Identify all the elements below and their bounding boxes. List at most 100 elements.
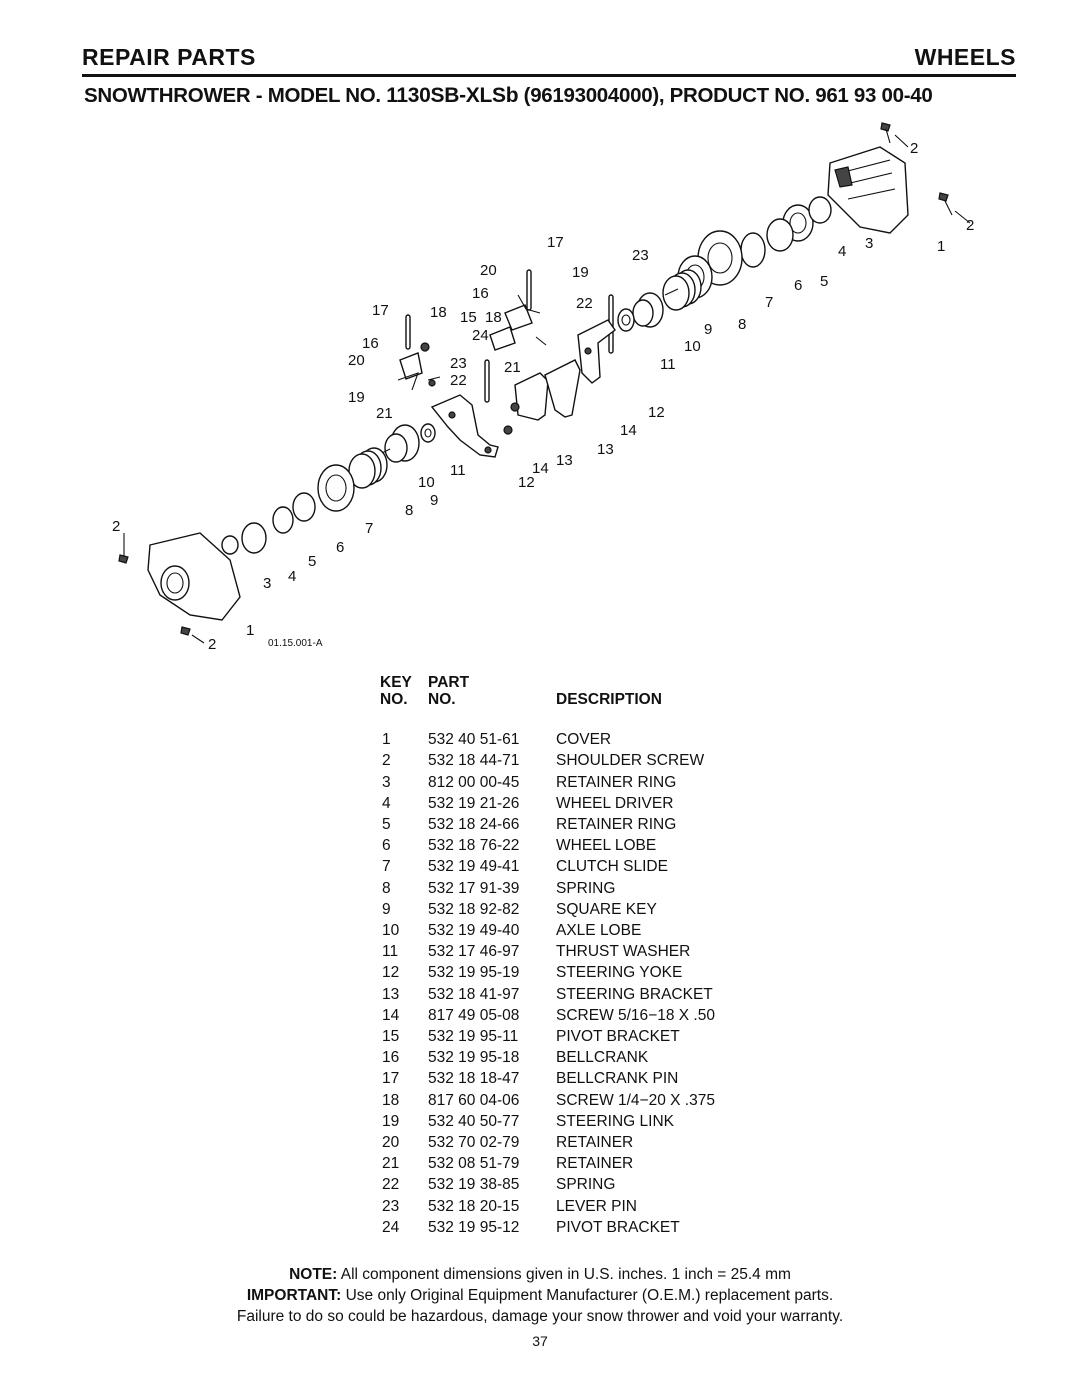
left-wheel-lobe: [317, 464, 355, 512]
callout: 6: [794, 277, 802, 294]
callout: 10: [684, 338, 701, 355]
right-rings: [740, 218, 794, 268]
callout: 18: [430, 304, 447, 321]
description-cell: LEVER PIN: [556, 1197, 637, 1215]
callout: 20: [480, 262, 497, 279]
left-retainer-rings: [272, 492, 316, 534]
right-spring: [662, 269, 702, 311]
description-cell: RETAINER RING: [556, 816, 677, 833]
part-number-cell: 532 18 24-66: [428, 816, 520, 833]
part-number-cell: 532 18 92-82: [428, 900, 520, 918]
left-screws: [118, 533, 205, 644]
key-cell: 2: [382, 752, 391, 770]
part-number-cell: 532 18 18-47: [428, 1070, 520, 1088]
callout: 1: [937, 238, 945, 255]
table-row: 18 817 60 04-06 SCREW 1/4−20 X .375: [380, 1090, 715, 1111]
callout: 13: [597, 441, 614, 458]
left-thrust-washer: [420, 423, 436, 443]
model-number: 1130SB-XLSb: [386, 84, 519, 107]
key-cell: 23: [382, 1197, 400, 1215]
middle-pivot-parts: [484, 269, 547, 403]
description-cell: COVER: [556, 731, 612, 749]
key-cell: 18: [382, 1091, 400, 1109]
right-thrust-washer: [617, 308, 635, 332]
right-screw-side: [938, 192, 971, 224]
part-number-cell: 532 18 20-15: [428, 1197, 520, 1215]
callout: 3: [865, 235, 873, 252]
table-row: 17 532 18 18-47 BELLCRANK PIN: [380, 1068, 715, 1089]
callout: 16: [472, 285, 489, 302]
description-cell: RETAINER RING: [556, 773, 677, 791]
callout: 1: [246, 622, 254, 639]
part-number-cell: 532 19 38-85: [428, 1176, 520, 1194]
key-cell: 13: [382, 985, 400, 1003]
description-cell: WHEEL LOBE: [556, 837, 657, 855]
callout: 12: [518, 474, 535, 491]
part-number-cell: 532 19 95-12: [428, 1218, 520, 1236]
key-cell: 16: [382, 1049, 400, 1067]
callout-labels: 2 2 1 3 4 5 6 7 8 9 10 11 12 14 13 13 14…: [112, 140, 974, 653]
callout: 2: [112, 518, 120, 535]
key-cell: 3: [382, 773, 391, 791]
part-number-cell: 532 40 51-61: [428, 731, 520, 749]
middle-steering-bracket: [503, 359, 581, 435]
left-cover-drawing: [147, 532, 241, 621]
description-cell: STEERING BRACKET: [556, 985, 713, 1003]
part-number-cell: 812 00 00-45: [428, 773, 520, 791]
left-steering-yoke: [430, 394, 499, 458]
section-title: REPAIR PARTS: [82, 44, 256, 70]
page-number: 37: [532, 1333, 548, 1349]
key-cell: 9: [382, 900, 391, 918]
part-number-cell: 532 19 49-40: [428, 922, 520, 940]
callout: 8: [738, 316, 746, 333]
key-cell: 12: [382, 964, 400, 982]
key-cell: 4: [382, 794, 391, 812]
description-cell: SPRING: [556, 879, 616, 897]
callout: 18: [485, 309, 502, 326]
description-cell: STEERING LINK: [556, 1112, 674, 1130]
key-cell: 21: [382, 1155, 400, 1173]
key-cell: 6: [382, 837, 391, 855]
left-spring: [348, 447, 388, 489]
part-number-cell: 817 60 04-06: [428, 1091, 520, 1109]
exploded-parts-diagram: 2 2 1 3 4 5 6 7 8 9 10 11 12 14 13 13 14…: [112, 122, 974, 653]
important-note: IMPORTANT: Use only Original Equipment M…: [246, 1287, 834, 1304]
right-steering-yoke: [577, 319, 616, 384]
part-number-cell: 532 18 44-71: [428, 752, 520, 770]
description-cell: SCREW 1/4−20 X .375: [556, 1091, 715, 1109]
part-number-cell: 532 19 49-41: [428, 858, 520, 876]
callout: 5: [820, 273, 828, 290]
description-cell: STEERING YOKE: [556, 964, 683, 982]
part-number-cell: 532 17 91-39: [428, 879, 520, 897]
callout: 11: [660, 356, 676, 373]
section-subject: WHEELS: [914, 44, 1016, 70]
key-cell: 11: [382, 943, 399, 961]
description-cell: AXLE LOBE: [556, 922, 642, 940]
description-cell: BELLCRANK PIN: [556, 1070, 679, 1088]
key-cell: 22: [382, 1176, 400, 1194]
key-cell: 17: [382, 1070, 400, 1088]
key-cell: 14: [382, 1006, 400, 1024]
table-row: 3 812 00 00-45 RETAINER RING: [380, 772, 715, 793]
part-number-cell: 532 19 95-19: [428, 964, 520, 982]
key-cell: 1: [382, 731, 391, 749]
callout: 12: [648, 404, 665, 421]
subtitle-suffix: (96193004000), PRODUCT NO. 961 93 00-40: [518, 84, 933, 107]
description-cell: SCREW 5/16−18 X .50: [556, 1006, 715, 1024]
description-cell: RETAINER: [556, 1155, 634, 1173]
callout: 3: [263, 575, 271, 592]
callout: 19: [572, 264, 589, 281]
description-cell: CLUTCH SLIDE: [556, 858, 668, 876]
description-cell: RETAINER: [556, 1134, 634, 1152]
